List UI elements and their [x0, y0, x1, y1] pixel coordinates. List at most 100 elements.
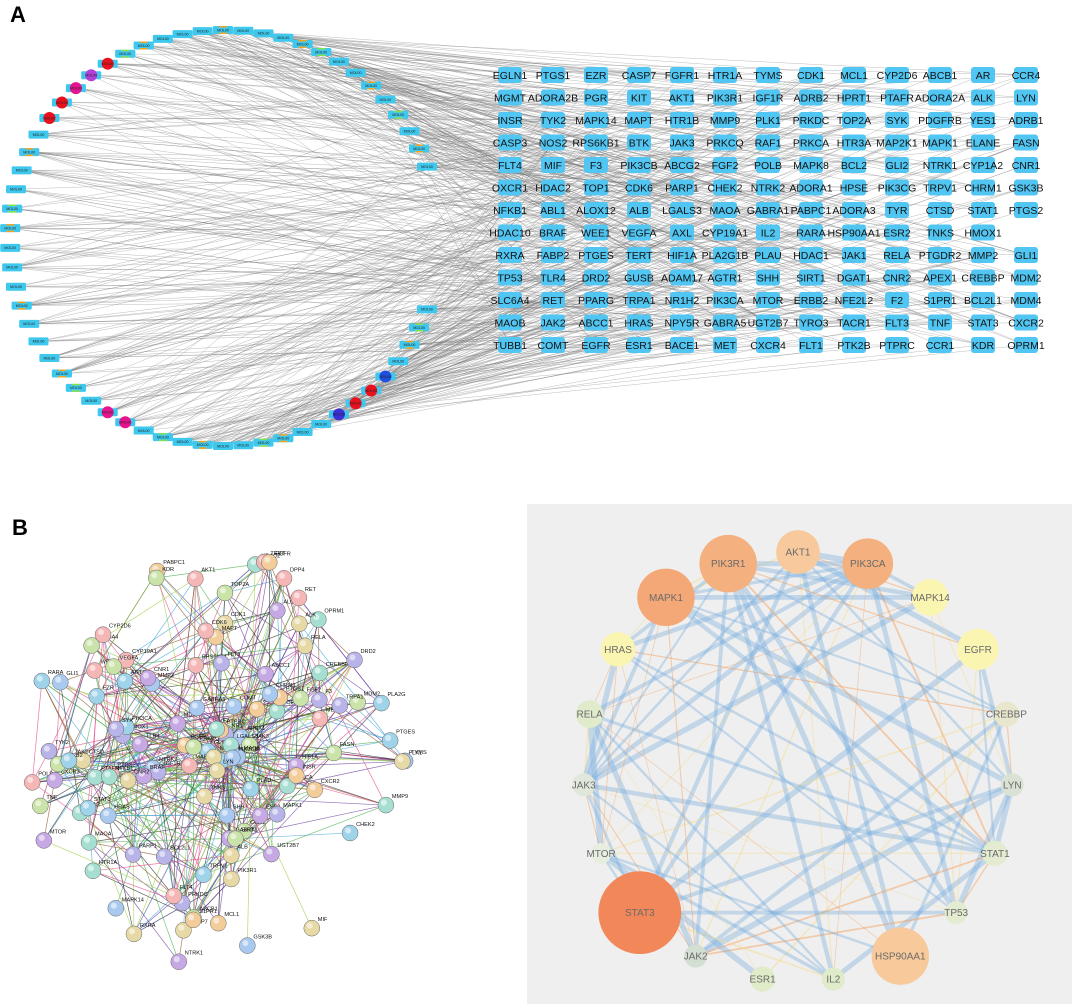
- core-edge: [797, 551, 834, 980]
- edge: [338, 74, 769, 415]
- ppi-node-label: TOP1: [283, 700, 298, 706]
- ppi-node: JAK3: [241, 734, 269, 754]
- compound-node: MOL00: [97, 406, 118, 419]
- core-node-label: MTOR: [586, 849, 615, 860]
- target-label: AGTR1: [707, 272, 742, 284]
- edge: [29, 151, 726, 301]
- ppi-edge: [192, 789, 315, 921]
- compound-node: MOL00: [19, 319, 40, 328]
- core-node-circle: [575, 700, 604, 729]
- target-node: PIK3CG: [878, 179, 916, 196]
- ppi-node-label: FGF2: [307, 687, 321, 693]
- target-label: RARA: [796, 227, 825, 239]
- target-box: [541, 269, 565, 286]
- compound-box: [5, 185, 26, 194]
- compound-box: [51, 371, 72, 377]
- compound-label: MOL00: [421, 165, 433, 169]
- target-node: MIF: [541, 157, 565, 173]
- target-label: LGALS3: [662, 205, 702, 217]
- ppi-node-shine: [272, 605, 279, 612]
- target-box: [627, 67, 651, 83]
- compound-node: MOL00: [28, 337, 49, 346]
- ppi-edge: [88, 728, 117, 843]
- edge: [75, 87, 984, 346]
- compound-label: MOL00: [197, 443, 209, 447]
- target-label: EGLN1: [493, 70, 528, 82]
- compound-label: MOL00: [157, 435, 169, 439]
- core-node: HRAS: [600, 632, 636, 667]
- target-node: UGT2B7: [748, 314, 789, 331]
- core-ppi-network: AKT1PIK3CAMAPK14EGFRCREBBPLYNSTAT1TP53HS…: [527, 504, 1072, 1004]
- edge: [385, 142, 554, 377]
- compound-marker: [85, 69, 98, 82]
- target-box: [627, 224, 651, 241]
- ppi-node: PTGES: [381, 730, 415, 749]
- ppi-edge: [57, 645, 92, 765]
- ppi-node-shine: [306, 922, 313, 929]
- target-node: MAOA: [710, 202, 740, 218]
- core-edge: [582, 561, 870, 787]
- target-node: CASP7: [622, 67, 656, 83]
- compound-label: MOL00: [177, 440, 189, 444]
- target-label: DGAT1: [837, 272, 871, 284]
- compound-box: [292, 427, 313, 436]
- compound-node: MOL00: [375, 370, 396, 383]
- target-node: PTPRC: [879, 337, 915, 353]
- target-node: HMOX1: [964, 224, 1002, 241]
- ppi-node-label: AKT1: [201, 568, 215, 574]
- target-node: TACR1: [837, 314, 871, 331]
- compound-box: [28, 130, 49, 139]
- target-node: MAPK8: [793, 157, 829, 173]
- edge: [12, 74, 640, 268]
- compound-label: MOL00: [258, 441, 270, 445]
- ppi-node-shine: [103, 810, 110, 817]
- target-node: CYP19A1: [702, 224, 748, 241]
- edge: [107, 97, 511, 413]
- target-node: STAT3: [967, 314, 999, 331]
- ppi-node-label: CYP2D6: [109, 624, 131, 630]
- target-node: ADORA2B: [528, 89, 578, 106]
- ppi-node-label: PLAU: [257, 778, 272, 784]
- target-box: [928, 112, 952, 128]
- compound-node: MOL00: [5, 282, 26, 291]
- ppi-node-label: VEGFA: [120, 656, 139, 662]
- target-box: [584, 269, 608, 286]
- target-label: MMP9: [710, 115, 740, 127]
- target-node: FABP2: [537, 247, 570, 263]
- edge: [38, 134, 511, 166]
- target-label: ABCC1: [578, 317, 613, 329]
- edge: [371, 322, 597, 391]
- ppi-node-shine: [108, 661, 115, 668]
- target-label: PLA2G1B: [702, 250, 749, 262]
- edge: [29, 151, 683, 233]
- target-box: [799, 224, 823, 241]
- ppi-node: MAPK14: [107, 897, 144, 917]
- ppi-node-label: LGALS3: [237, 734, 258, 740]
- ppi-node-label: NFKB1: [115, 766, 133, 772]
- edge: [426, 166, 1027, 323]
- ppi-node-label: PIK3CB: [238, 747, 258, 753]
- core-edge: [600, 563, 869, 854]
- edge: [355, 72, 984, 188]
- compound-label: MOL00: [23, 322, 35, 326]
- target-box: [584, 179, 608, 196]
- ppi-node-shine: [121, 654, 128, 661]
- target-label: EGFR: [581, 340, 611, 352]
- target-box: [928, 224, 952, 241]
- ppi-node-label: BRAF: [150, 765, 166, 771]
- target-node: PARP1: [665, 179, 699, 196]
- target-box: [584, 337, 608, 353]
- target-label: PLK1: [755, 115, 781, 127]
- target-label: NFE2L2: [835, 295, 874, 307]
- target-node: RPS6KB1: [572, 134, 620, 151]
- ppi-node: MAPK1: [268, 803, 302, 823]
- compound-label: MOL00: [404, 129, 416, 133]
- target-box: [756, 247, 780, 263]
- target-label: GABRA1: [747, 205, 790, 217]
- ppi-edge: [54, 779, 232, 856]
- target-label: PLAU: [754, 250, 781, 262]
- ppi-node-label: TYK2: [55, 740, 69, 746]
- edge: [107, 63, 769, 76]
- compound-node: MOL00: [81, 69, 102, 82]
- ppi-node-label: POLB: [38, 771, 53, 777]
